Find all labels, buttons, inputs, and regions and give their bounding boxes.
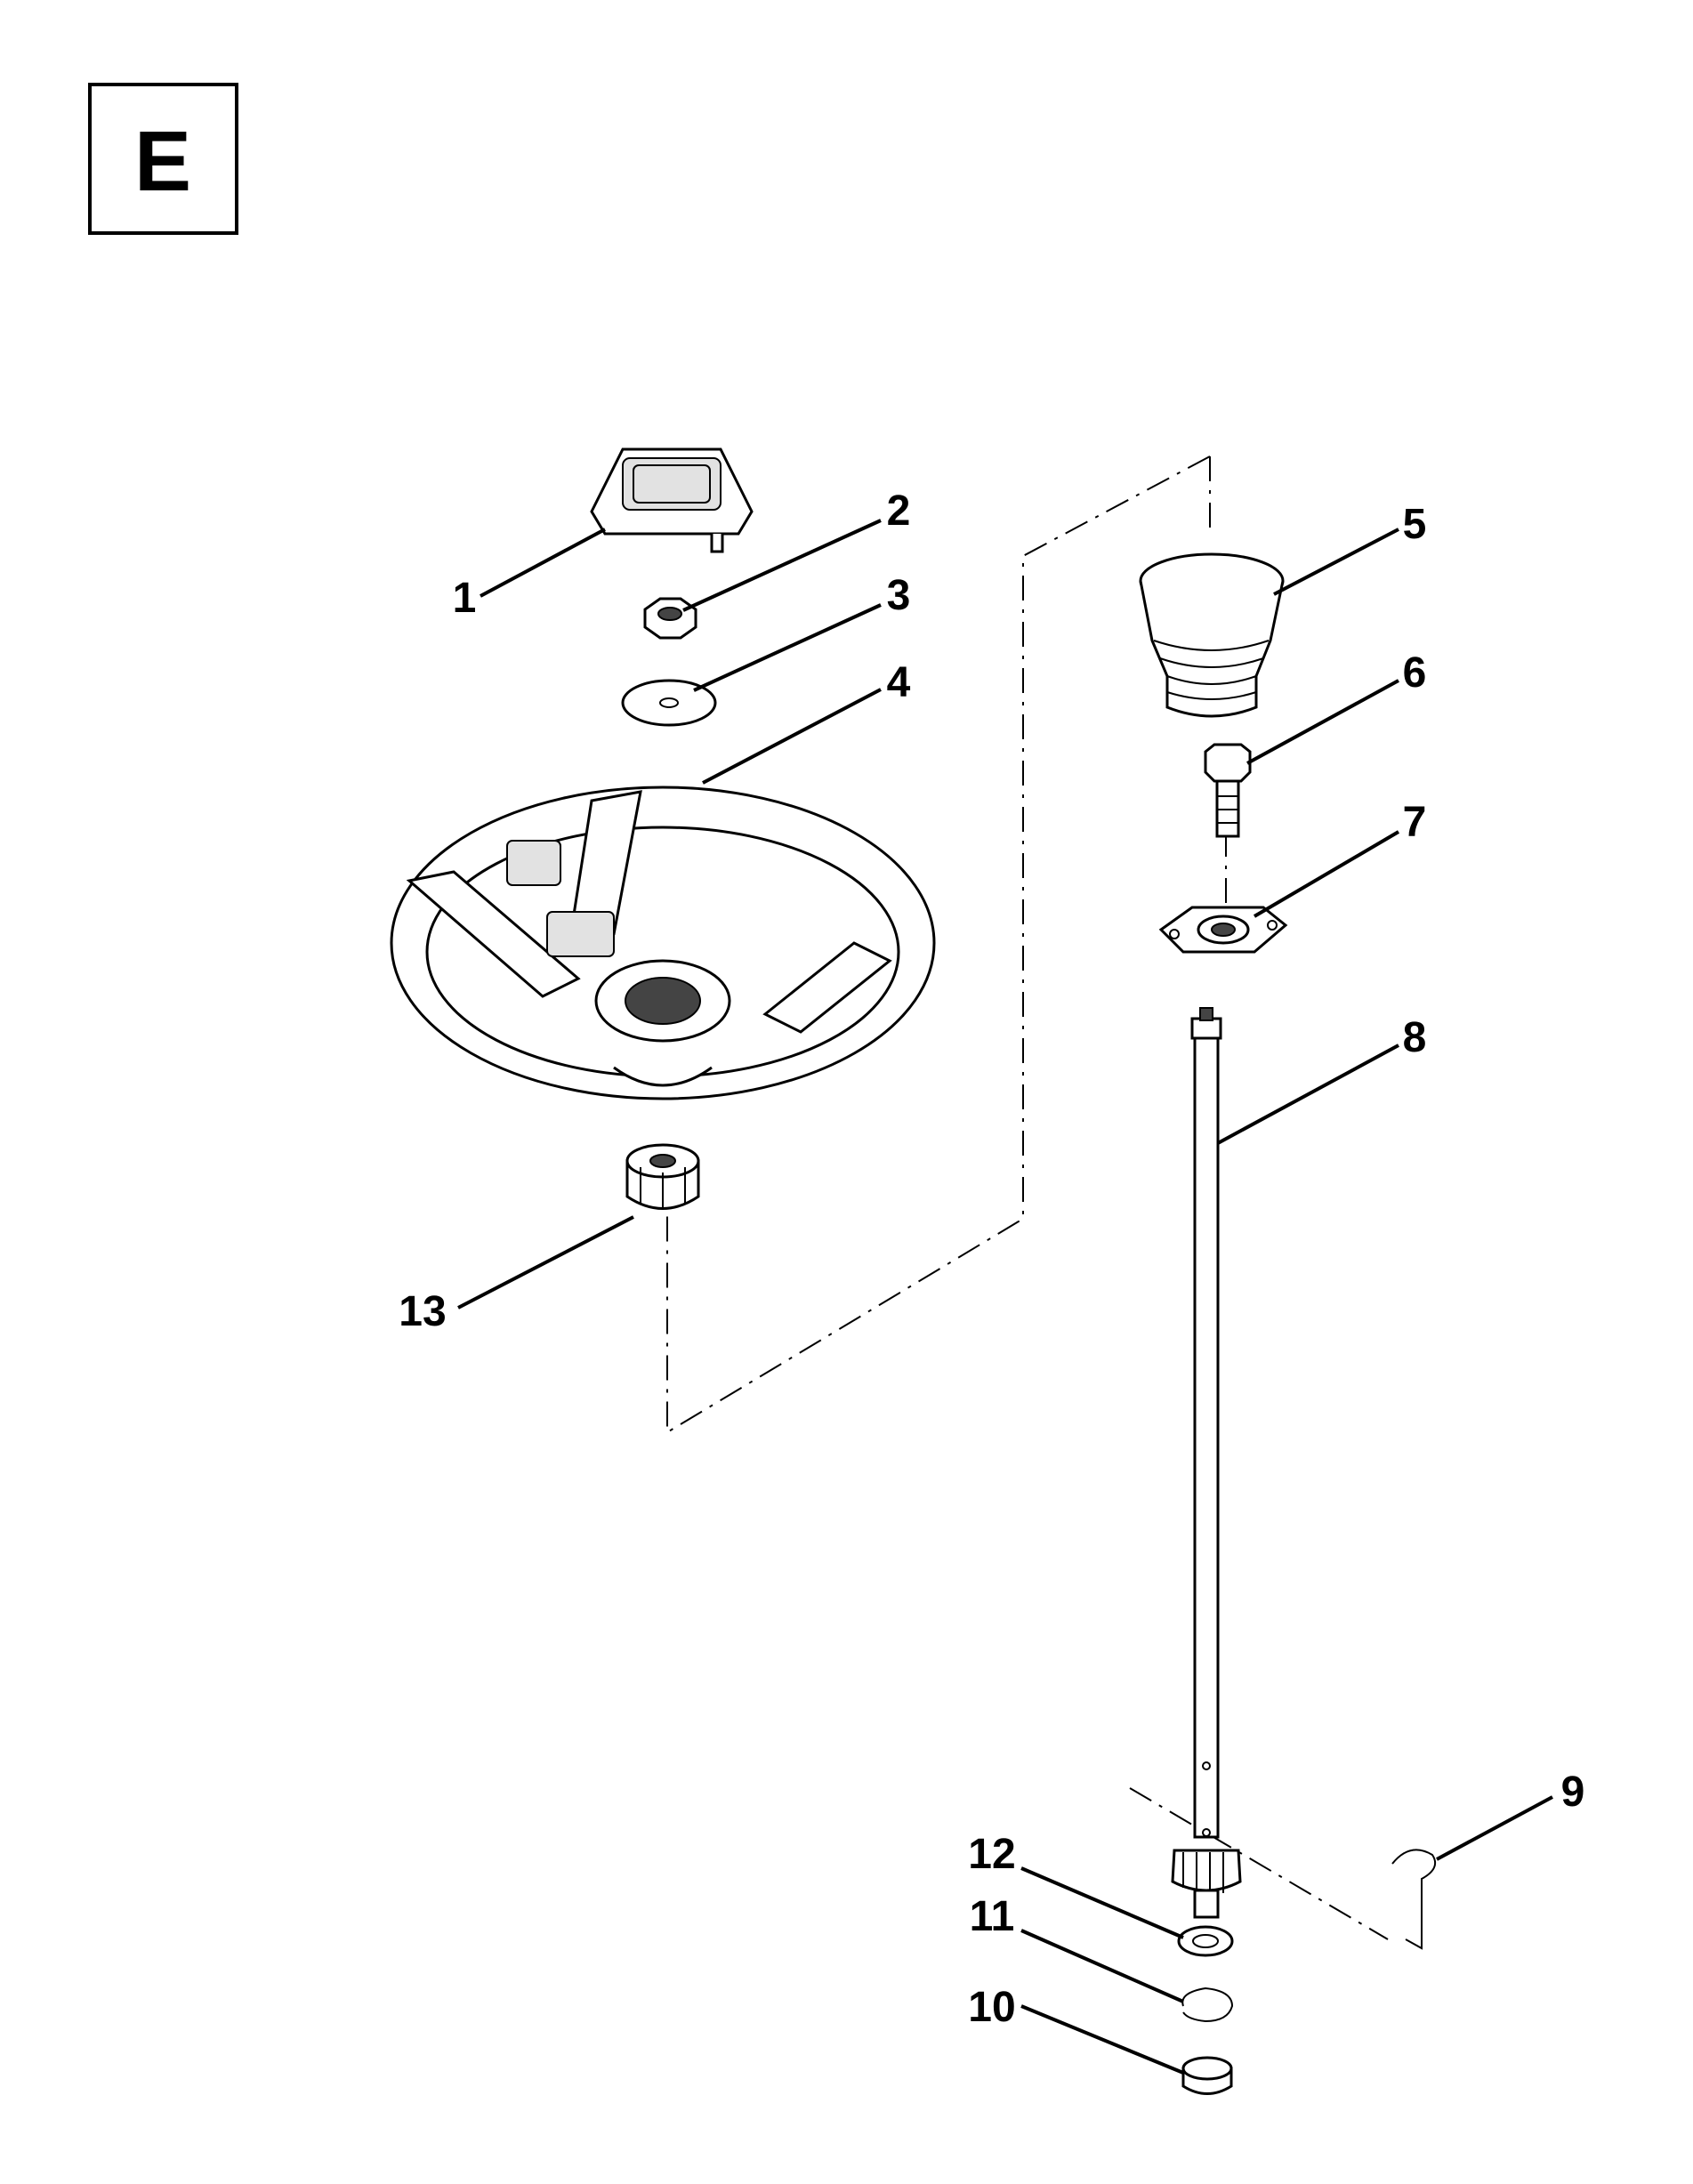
callout-3: 3 — [887, 572, 911, 619]
part-2-nut — [643, 597, 697, 640]
callout-10: 10 — [968, 1984, 1015, 2031]
part-9-hairpin-clip — [1391, 1849, 1436, 1950]
callout-13: 13 — [399, 1288, 446, 1335]
part-4-steering-wheel — [390, 786, 936, 1100]
part-13-hub-adapter — [625, 1143, 700, 1210]
part-12-washer — [1177, 1925, 1234, 1957]
callout-2: 2 — [887, 488, 911, 535]
assembly-lines — [666, 455, 1389, 1940]
part-8-shaft — [1171, 1007, 1242, 1919]
callout-5: 5 — [1403, 501, 1427, 548]
callout-7: 7 — [1403, 799, 1427, 846]
callout-8: 8 — [1403, 1014, 1427, 1061]
section-letter: E — [134, 114, 191, 209]
callout-4: 4 — [887, 659, 911, 706]
part-11-retaining-ring — [1181, 1987, 1234, 2023]
leader-lines — [457, 519, 1553, 2075]
callout-1: 1 — [453, 575, 477, 622]
callout-6: 6 — [1403, 649, 1427, 697]
part-1-cap — [590, 447, 754, 553]
callout-11: 11 — [970, 1893, 1015, 1940]
section-letter-box: E — [88, 83, 238, 235]
part-6-bolt — [1204, 743, 1252, 838]
part-3-washer — [621, 679, 717, 727]
callout-labels: 1 2 3 4 5 6 7 8 9 10 11 12 13 — [399, 488, 1584, 2031]
callout-9: 9 — [1561, 1769, 1585, 1816]
part-7-flange — [1158, 906, 1288, 954]
callout-12: 12 — [968, 1831, 1015, 1878]
part-10-cap-plug — [1181, 2056, 1233, 2095]
part-5-boot — [1139, 552, 1285, 718]
